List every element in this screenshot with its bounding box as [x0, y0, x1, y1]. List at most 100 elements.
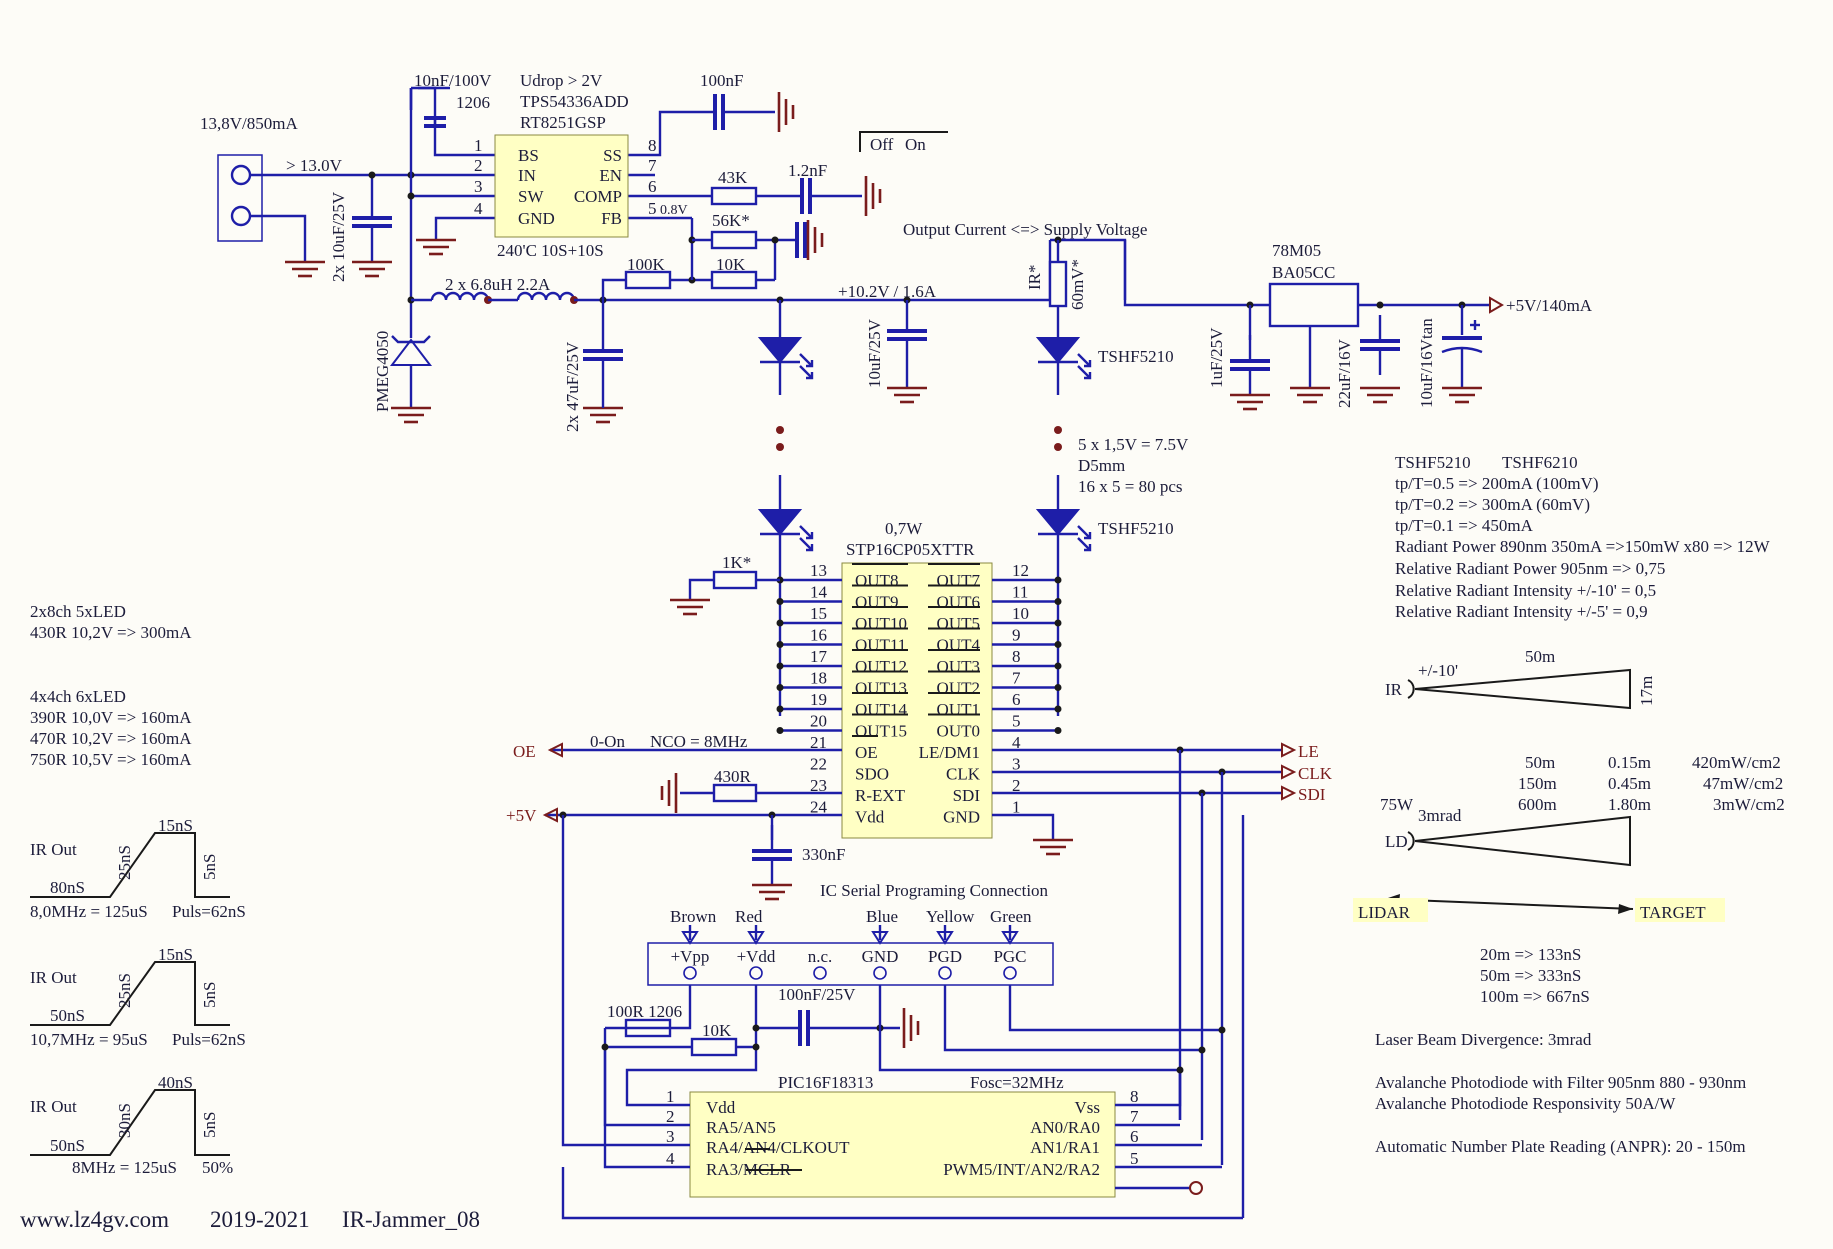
mcu-part-label: PIC16F18313 [778, 1073, 873, 1092]
driver-pin-name: OE [855, 743, 878, 762]
icsp-pin[interactable] [1003, 966, 1017, 980]
nco-label: NCO = 8MHz [650, 732, 748, 751]
buck-pin-name: EN [599, 166, 622, 185]
lidar-time-2: 50m => 333nS [1480, 966, 1581, 985]
sense-volt-label: 60mV* [1068, 259, 1087, 310]
driver-pin-name: GND [943, 808, 980, 827]
icsp-pin[interactable] [873, 966, 887, 980]
mcu-cap-label: 100nF/25V [778, 985, 856, 1004]
buck-pin-name: GND [518, 209, 555, 228]
mcu-res2-label: 10K [702, 1021, 732, 1040]
pulse2-low: 50nS [50, 1006, 85, 1025]
junction [776, 727, 784, 734]
driver-pin-num: 24 [810, 798, 828, 817]
icsp-color-red: Red [735, 907, 763, 926]
pulse2-freq: 10,7MHz = 95uS [30, 1030, 148, 1049]
driver-pin-name: CLK [946, 765, 981, 784]
icsp-color-brown: Brown [670, 907, 717, 926]
driver-pin-name: OUT6 [937, 593, 980, 612]
labels: 13,8V/850mA > 13.0V 2x 10uF/25V PMEG4050… [20, 71, 1785, 1232]
icsp-pin-label: PGC [993, 947, 1026, 966]
driver-power-label: 0,7W [885, 519, 923, 538]
driver-pin-name: OUT3 [937, 657, 980, 676]
driver-pin-num: 16 [810, 626, 827, 645]
junction [1054, 641, 1062, 648]
boot-cap-size: 1206 [456, 93, 490, 112]
buck-pin-name: FB [601, 209, 622, 228]
pulse3-fall: 5nS [200, 1112, 219, 1138]
ld-row3-w: 1.80m [1608, 795, 1651, 814]
ld-row3-d: 600m [1518, 795, 1557, 814]
pulse1-low: 80nS [50, 878, 85, 897]
pulse3-freq: 8MHz = 125uS [72, 1158, 177, 1177]
sdi-port-label: SDI [1298, 785, 1326, 804]
5v-output-label: +5V/140mA [1506, 296, 1593, 315]
junction [776, 641, 784, 648]
pulse2-rise: 25nS [115, 973, 134, 1008]
driver-pin-num: 4 [1012, 733, 1021, 752]
cfg2-line-a: 4x4ch 6xLED [30, 687, 126, 706]
pulse3-width: 50% [202, 1158, 233, 1177]
buck-pin-name: BS [518, 146, 539, 165]
driver-pin-num: 14 [810, 583, 828, 602]
driver-pin-num: 19 [810, 690, 827, 709]
inductor-label: 2 x 6.8uH 2.2A [445, 275, 551, 294]
buck-pin-name: COMP [574, 187, 622, 206]
ld-row1-w: 0.15m [1608, 753, 1651, 772]
ld-row3-p: 3mW/cm2 [1713, 795, 1785, 814]
icsp-pin-label: +Vpp [671, 947, 710, 966]
buck-pin-num: 2 [474, 156, 483, 175]
driver-pin-name: OUT0 [937, 722, 980, 741]
mcu-pin-name: RA4/AN4/CLKOUT [706, 1138, 850, 1157]
driver-pin-num: 7 [1012, 669, 1021, 688]
driver-pin-num: 15 [810, 604, 827, 623]
driver-pin-num: 18 [810, 669, 827, 688]
mcu-pin-num: 6 [1130, 1127, 1139, 1146]
spec-line-7: Relative Radiant Intensity +/-5' = 0,9 [1395, 602, 1648, 621]
reg2-label: BA05CC [1272, 263, 1335, 282]
driver-pin-name: OUT15 [855, 722, 907, 741]
diode-label: PMEG4050 [373, 331, 392, 412]
driver-pin-num: 3 [1012, 755, 1021, 774]
driver-pin-num: 9 [1012, 626, 1021, 645]
spec-header-2: TSHF6210 [1502, 453, 1578, 472]
cfg1-line-b: 430R 10,2V => 300mA [30, 623, 192, 642]
cfg1-line-a: 2x8ch 5xLED [30, 602, 126, 621]
note-apd-responsivity: Avalanche Photodiode Responsivity 50A/W [1375, 1094, 1676, 1113]
comp-cap-label: 1.2nF [788, 161, 827, 180]
driver-pin-name: OUT13 [855, 679, 907, 698]
driver-pin-name: OUT11 [855, 636, 906, 655]
target-label: TARGET [1640, 903, 1706, 922]
icsp-pin[interactable] [813, 966, 827, 980]
driver-pin-name: OUT12 [855, 657, 907, 676]
spec-line-1: tp/T=0.5 => 200mA (100mV) [1395, 474, 1598, 493]
icsp-arrow [747, 931, 765, 945]
driver-pin-name: SDO [855, 765, 889, 784]
buck-pin-num: 8 [648, 136, 657, 155]
pulse3-top: 40nS [158, 1073, 193, 1092]
driver-pin-name: OUT7 [937, 571, 981, 590]
pulse1-top: 15nS [158, 816, 193, 835]
icsp-pin[interactable] [749, 966, 763, 980]
pulse1-label: IR Out [30, 840, 77, 859]
driver-pin-name: OUT4 [937, 636, 981, 655]
ld-angle-label: 3mrad [1418, 806, 1462, 825]
icsp-pin[interactable] [938, 966, 952, 980]
icsp-pin-label: PGD [928, 947, 962, 966]
rail-cap-label: 10uF/25V [865, 318, 884, 388]
note-apd-filter: Avalanche Photodiode with Filter 905nm 8… [1375, 1073, 1746, 1092]
icsp-pin[interactable] [683, 966, 697, 980]
driver-part-label: STP16CP05XTTR [846, 540, 975, 559]
mcu-pin-name: AN1/RA1 [1030, 1138, 1100, 1157]
ic2-label: RT8251GSP [520, 113, 606, 132]
ss-cap-label: 100nF [700, 71, 743, 90]
icsp-arrow [681, 931, 699, 945]
pulse3-low: 50nS [50, 1136, 85, 1155]
junction [776, 619, 784, 627]
driver-pin-name: R-EXT [855, 786, 906, 805]
fb-voltage-label: 0.8V [660, 203, 688, 218]
pulse1-rise: 25nS [115, 845, 134, 880]
icsp-arrow [936, 931, 954, 945]
driver-pin-num: 13 [810, 561, 827, 580]
